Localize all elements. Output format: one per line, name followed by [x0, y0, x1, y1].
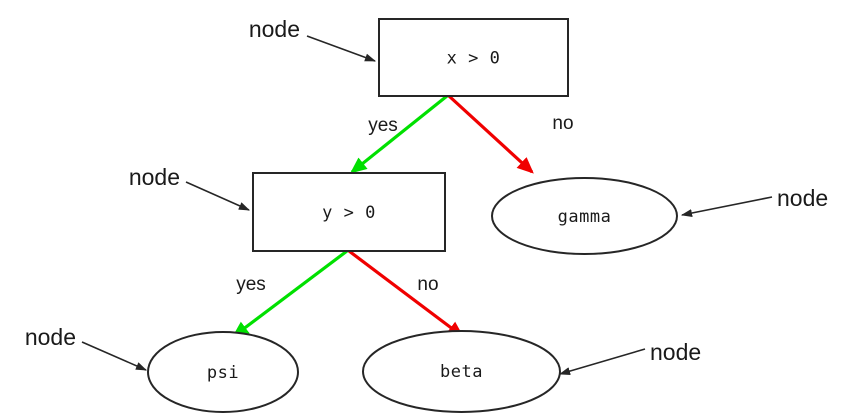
edge-second-yes — [232, 249, 348, 338]
edge-label-second-yes: yes — [236, 274, 266, 295]
annotation-label-psi: node — [25, 324, 76, 350]
annotation-leader-gamma — [680, 196, 773, 217]
edge-second-no — [348, 249, 464, 338]
node-root-label: x > 0 — [447, 49, 501, 69]
node-psi-label: psi — [207, 363, 239, 383]
annotation-label-root: node — [249, 16, 300, 42]
node-second-box[interactable] — [252, 172, 446, 252]
annotation-label-gamma: node — [777, 185, 828, 211]
annotation-label-beta: node — [650, 339, 701, 365]
node-gamma-ellipse[interactable] — [491, 177, 678, 255]
edge-root-yes — [350, 94, 448, 174]
node-beta-label: beta — [440, 362, 483, 382]
node-gamma-label: gamma — [558, 207, 612, 227]
edge-label-root-yes: yes — [368, 115, 398, 136]
annotation-leader-beta — [558, 348, 646, 376]
annotation-leader-root — [306, 35, 377, 62]
edge-label-second-no: no — [417, 274, 438, 295]
node-second-label: y > 0 — [322, 203, 376, 223]
annotation-leader-psi — [81, 341, 148, 371]
node-root-box[interactable] — [378, 18, 569, 97]
annotation-label-second: node — [129, 164, 180, 190]
node-psi-ellipse[interactable] — [147, 331, 299, 413]
annotation-leader-second — [185, 181, 251, 211]
edge-label-root-no: no — [552, 113, 573, 134]
edge-root-no — [447, 94, 534, 174]
